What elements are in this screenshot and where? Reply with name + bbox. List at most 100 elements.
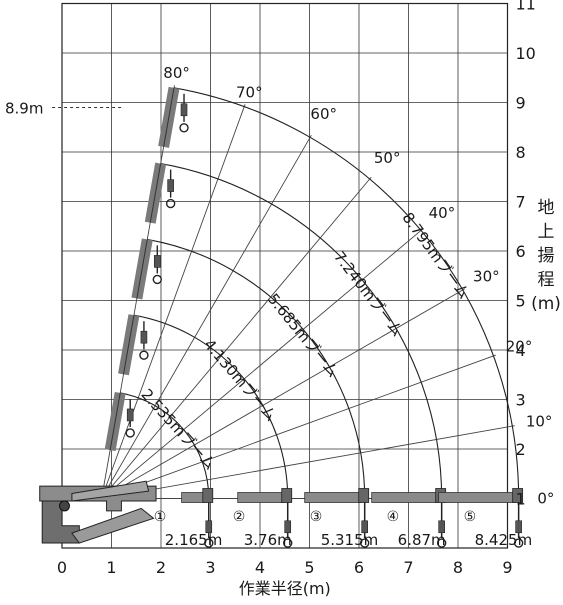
x-tick-label: 6	[354, 558, 364, 577]
hook	[204, 538, 214, 548]
crane-lower-boom	[71, 507, 155, 544]
y-axis-title-char: 上	[538, 222, 555, 242]
boom-arc	[160, 163, 443, 499]
boom-tip	[281, 488, 293, 503]
angle-label: 0°	[537, 490, 554, 508]
hook	[283, 538, 293, 548]
y-tick-label: 4	[516, 341, 526, 360]
angle-label: 40°	[429, 204, 456, 222]
y-tick-label: 6	[516, 242, 526, 261]
boom-horizontal	[237, 492, 285, 503]
y-tick-label: 8	[516, 143, 526, 162]
boom-radius-label: 6.87m	[398, 531, 446, 549]
hook-block	[438, 520, 445, 534]
boom-arc-label: 2.535mブーム	[137, 385, 219, 473]
boom-stage-number: ①	[154, 509, 167, 525]
hook-block	[126, 408, 134, 422]
y-tick-label: 10	[516, 44, 536, 63]
boom-arc	[133, 314, 289, 499]
angle-label: 80°	[163, 64, 190, 82]
boom-raised-edge	[136, 239, 148, 299]
boom-raised-edge	[123, 315, 135, 375]
labels: 80° 70° 60° 50° 40° 30° 20° 10° 0° 2.535mブーム ① 2.16…	[5, 0, 561, 598]
boom-tip	[512, 488, 524, 503]
grid-frame	[61, 2, 509, 549]
y-axis-title-char: 程	[538, 270, 555, 290]
boom-arc	[120, 392, 210, 499]
hook-block	[180, 103, 188, 117]
angle-line	[101, 354, 496, 499]
hook	[179, 123, 189, 133]
angle-label: 10°	[526, 412, 553, 430]
angle-line	[101, 176, 372, 499]
boom-stage-number: ②	[233, 509, 246, 525]
boom-stage-number: ③	[310, 509, 323, 525]
x-tick-label: 2	[156, 558, 166, 577]
boom-arc	[173, 87, 520, 499]
angle-label: 20°	[506, 338, 533, 356]
boom-radius-label: 5.315m	[321, 531, 379, 549]
angle-label: 30°	[473, 267, 500, 285]
y-tick-label: 3	[516, 391, 526, 410]
hook	[513, 538, 524, 548]
y-axis-title-char: 地	[538, 198, 555, 218]
boom-horizontal	[181, 492, 206, 503]
hook	[359, 538, 370, 548]
boom-arc-label: 7.240mブーム	[330, 248, 406, 340]
max-height-label: 8.9m	[5, 99, 43, 117]
boom-radius-label: 3.76m	[244, 531, 292, 549]
boom-horizontal	[304, 492, 362, 503]
boom-raised-edge	[149, 163, 162, 223]
y-tick-label: 1	[516, 490, 526, 509]
x-tick-label: 0	[57, 558, 67, 577]
hook	[436, 538, 447, 548]
boom-raised-edge	[109, 392, 121, 451]
boom-horizontal	[438, 492, 516, 503]
angle-lines	[101, 85, 522, 499]
boom-stage-number: ④	[387, 509, 400, 525]
y-axis-title-char: (m)	[531, 294, 561, 314]
hook-block	[140, 330, 148, 344]
x-tick-label: 8	[453, 558, 463, 577]
crane-column	[41, 500, 80, 544]
boom-arcs	[120, 87, 520, 499]
x-tick-label: 9	[502, 558, 512, 577]
angle-line	[101, 425, 515, 499]
boom-raised-edge	[163, 87, 175, 147]
y-tick-label: 5	[516, 292, 526, 311]
hook-block	[361, 520, 368, 534]
angle-line	[101, 228, 424, 499]
x-tick-label: 1	[106, 558, 116, 577]
x-tick-label: 7	[403, 558, 413, 577]
x-axis-title: 作業半径(m)	[239, 579, 331, 598]
boom-tip	[202, 488, 214, 503]
hook	[165, 198, 176, 209]
y-tick-label: 7	[516, 193, 526, 212]
crane-upper-boom	[71, 480, 150, 502]
x-tick-label: 5	[304, 558, 314, 577]
y-axis-title-char: 揚	[538, 246, 555, 266]
boom-radius-label: 2.165m	[165, 531, 223, 549]
hook	[152, 274, 162, 285]
boom-radius-label: 8.425m	[475, 531, 533, 549]
y-tick-label: 11	[516, 0, 536, 14]
hook-block	[153, 255, 161, 268]
y-tick-label: 2	[516, 440, 526, 459]
crane-pivot	[58, 500, 70, 512]
angle-line	[101, 104, 246, 499]
hook-block	[167, 179, 174, 192]
hook	[125, 428, 135, 438]
hook-block	[515, 520, 522, 534]
hook	[139, 350, 149, 360]
boom-stage-number: ⑤	[464, 509, 477, 525]
angle-line	[101, 134, 312, 499]
hook-block	[284, 520, 292, 534]
angle-label: 60°	[310, 105, 337, 123]
boom-tip	[358, 488, 370, 503]
angle-label: 50°	[374, 149, 401, 167]
angle-label: 70°	[236, 84, 263, 102]
boom-arc-label: 8.795mブーム	[399, 209, 474, 302]
y-tick-label: 9	[516, 94, 526, 113]
